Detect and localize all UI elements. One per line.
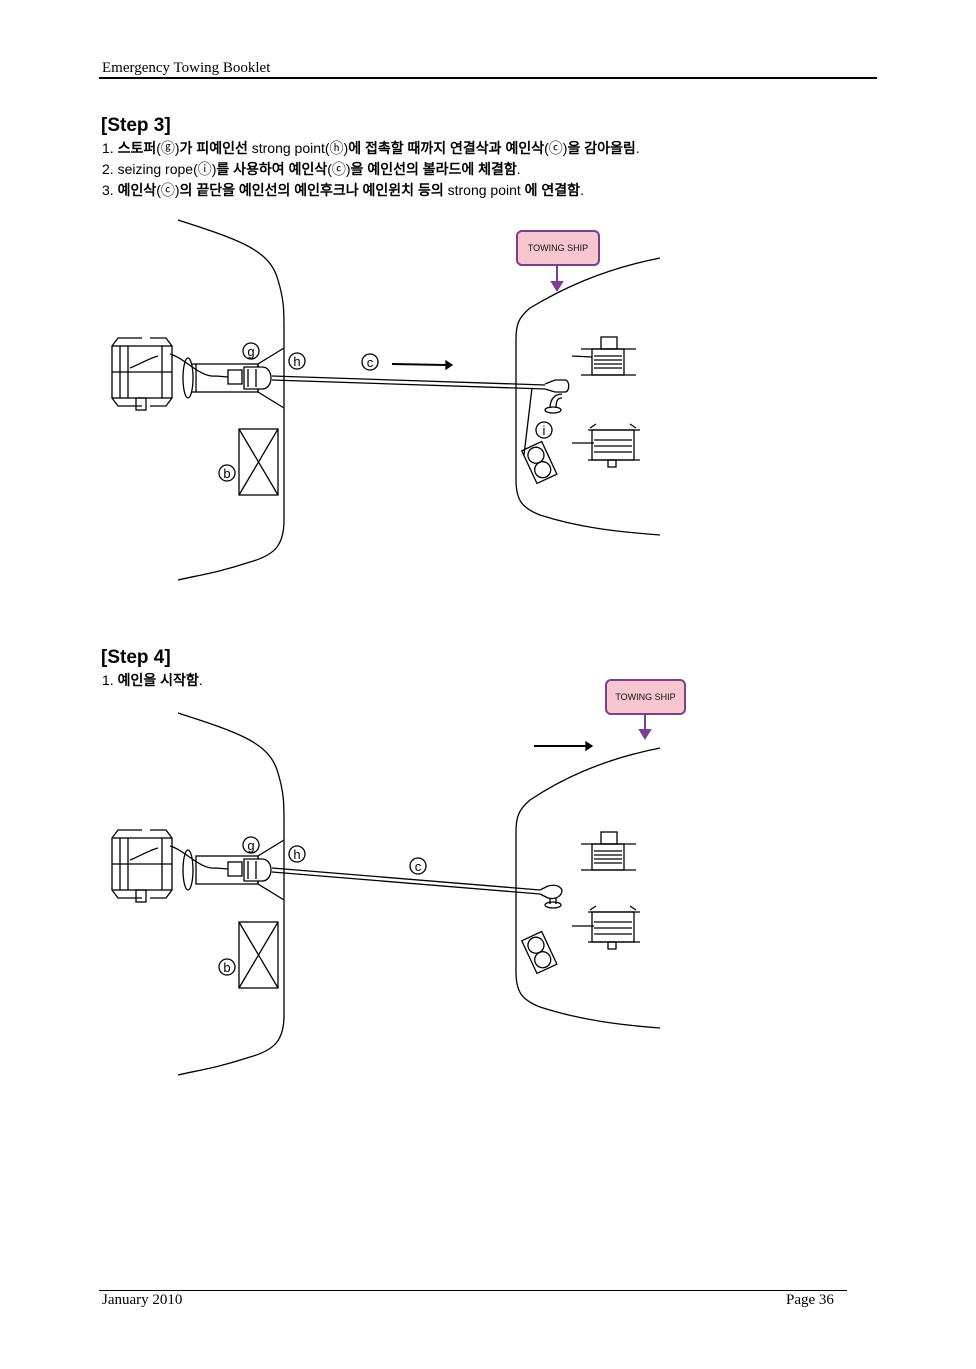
header-divider — [99, 77, 877, 79]
instruction-text: (ⓒ) — [327, 161, 351, 177]
instruction-text: . — [580, 182, 584, 198]
instruction-number: 3. — [102, 182, 114, 198]
callout-label: i — [543, 423, 546, 438]
callout-g — [242, 836, 260, 854]
instruction-text: . — [516, 161, 521, 177]
callout-c — [409, 857, 427, 875]
direction-arrow — [391, 363, 447, 366]
instruction-text: 를 사용하여 예인삭 — [216, 161, 328, 177]
callout-label: g — [247, 344, 254, 359]
step-4-diagram: g h c b — [111, 712, 661, 1076]
towing-ship-hull — [515, 257, 661, 536]
seizing-rope — [523, 387, 533, 456]
stopper-bulb — [243, 858, 272, 882]
towed-vessel-winch — [111, 337, 173, 411]
stopper — [227, 369, 243, 385]
towed-vessel-hull — [177, 219, 285, 581]
instruction-text: 에 접촉할 때까지 연결삭과 예인삭 — [348, 140, 545, 156]
step-4-instruction-1: 1. 예인을 시작함. — [102, 670, 203, 691]
towing-winch — [572, 423, 640, 468]
instruction-number: 1. — [102, 672, 114, 688]
stopper — [227, 861, 243, 877]
step-3-instruction-1: 1. 스토퍼(ⓖ)가 피예인선 strong point(ⓗ)에 접촉할 때까지… — [102, 138, 640, 159]
instruction-text: strong point(ⓗ) — [247, 140, 349, 156]
storage-drum — [571, 336, 636, 376]
instruction-number: 2. — [102, 161, 114, 177]
towing-ship-label: TOWING SHIP — [516, 230, 600, 266]
equipment-box — [238, 921, 279, 989]
towing-ship-label: TOWING SHIP — [605, 679, 686, 715]
instruction-text: 의 끝단을 예인선의 예인후크나 예인윈치 등의 — [179, 182, 444, 198]
footer-date: January 2010 — [102, 1292, 183, 1308]
ship-pointer-arrow — [638, 714, 652, 740]
towline-eye — [544, 379, 570, 393]
stopper-bulb — [243, 366, 272, 390]
callout-label: c — [415, 859, 422, 874]
callout-h — [288, 352, 306, 370]
twin-bitts — [520, 930, 558, 975]
callout-label: b — [223, 466, 230, 481]
instruction-text: 을 감아올림 — [567, 140, 636, 156]
instruction-text: 스토퍼 — [117, 140, 157, 156]
instruction-text: 예인을 시작함 — [117, 672, 199, 688]
towing-winch — [572, 905, 640, 950]
instruction-text: 에 연결함 — [524, 182, 581, 198]
bollard — [549, 393, 563, 409]
instruction-text: . — [635, 140, 640, 156]
ship-pointer-arrow — [550, 266, 564, 292]
storage-drum — [581, 831, 636, 871]
callout-label: c — [367, 355, 374, 370]
towed-vessel-hull — [177, 712, 285, 1076]
chafing-chain-bell — [182, 357, 194, 399]
step-3-instruction-2: 2. seizing rope(ⓘ)를 사용하여 예인삭(ⓒ)을 예인선의 볼라… — [102, 159, 521, 180]
twin-bitts — [520, 440, 558, 485]
callout-g — [242, 342, 260, 360]
callout-label: g — [247, 838, 254, 853]
footer-divider — [99, 1290, 847, 1291]
callout-label: h — [293, 847, 300, 862]
callout-c — [361, 353, 379, 371]
instruction-text: 을 예인선의 볼라드에 체결함 — [350, 161, 517, 177]
instruction-text: strong point — [443, 182, 525, 198]
step-4-title: [Step 4] — [101, 647, 171, 668]
instruction-text: (ⓒ) — [156, 182, 180, 198]
callout-h — [288, 845, 306, 863]
step-3-instruction-3: 3. 예인삭(ⓒ)의 끝단을 예인선의 예인후크나 예인윈치 등의 strong… — [102, 180, 584, 201]
bollard — [539, 884, 563, 900]
instruction-text: 예인삭 — [117, 182, 157, 198]
towed-vessel-winch — [111, 829, 173, 903]
callout-label: b — [223, 960, 230, 975]
callout-b — [218, 958, 236, 976]
callout-b — [218, 464, 236, 482]
towing-ship-hull — [515, 747, 661, 1029]
equipment-box — [238, 428, 279, 496]
instruction-text: . — [198, 672, 203, 688]
chafing-chain-bell — [182, 849, 194, 891]
step-3-title: [Step 3] — [101, 115, 171, 136]
instruction-number: 1. — [102, 140, 114, 156]
callout-label: h — [293, 354, 300, 369]
header-title: Emergency Towing Booklet — [102, 60, 271, 76]
instruction-text: (ⓒ) — [544, 140, 568, 156]
instruction-text: (ⓖ) — [156, 140, 180, 156]
footer-page-number: Page 36 — [786, 1292, 834, 1308]
step-3-diagram: g h c b i — [111, 219, 661, 581]
instruction-text: 가 피예인선 — [179, 140, 248, 156]
instruction-text: seizing rope(ⓘ) — [113, 161, 217, 177]
towline — [271, 375, 546, 390]
towline — [271, 867, 541, 895]
callout-i — [535, 421, 553, 439]
